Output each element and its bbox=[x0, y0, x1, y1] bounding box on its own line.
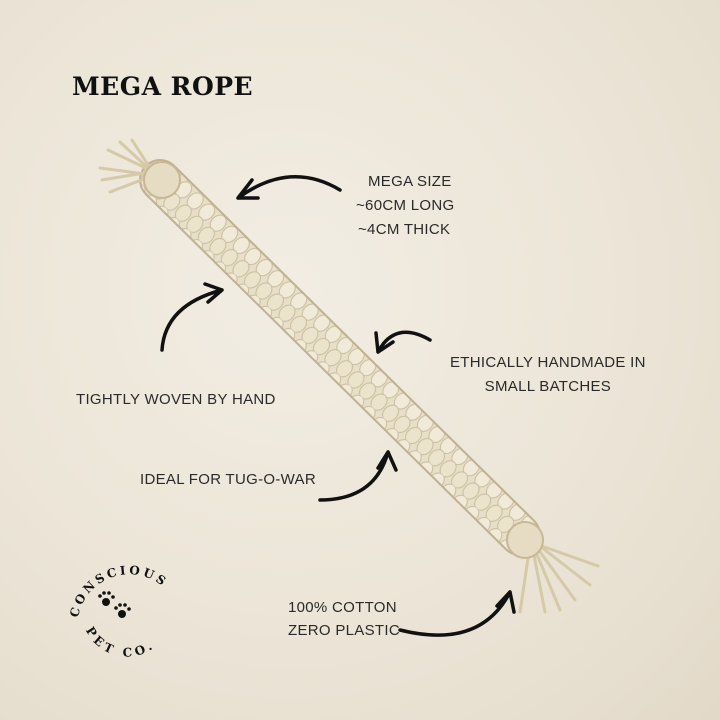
arrow-tug bbox=[318, 450, 398, 502]
material-line: ZERO PLASTIC bbox=[288, 622, 400, 639]
size-line: ~60CM LONG bbox=[356, 197, 455, 214]
logo: CONSCIOUS PET CO. bbox=[67, 563, 171, 660]
svg-text:CONSCIOUS: CONSCIOUS bbox=[67, 563, 171, 619]
svg-text:PET CO.: PET CO. bbox=[83, 624, 158, 660]
callout-handmade: ETHICALLY HANDMADE IN SMALL BATCHES bbox=[450, 351, 646, 399]
page-title: MEGA ROPE bbox=[72, 72, 254, 101]
arrow-material bbox=[398, 590, 516, 637]
handmade-line: SMALL BATCHES bbox=[484, 378, 612, 395]
arrow-handmade bbox=[374, 330, 432, 354]
size-line: MEGA SIZE bbox=[368, 173, 452, 190]
callout-tug: IDEAL FOR TUG-O-WAR bbox=[140, 471, 316, 488]
arrow-woven bbox=[160, 282, 224, 352]
arrow-size bbox=[236, 175, 342, 200]
arrows bbox=[160, 175, 516, 637]
logo-bottom-text: PET CO. bbox=[83, 624, 154, 660]
material-line: 100% COTTON bbox=[288, 599, 397, 616]
callout-woven: TIGHTLY WOVEN BY HAND bbox=[76, 391, 276, 408]
logo-top-text: CONSCIOUS bbox=[67, 563, 168, 619]
handmade-line: ETHICALLY HANDMADE IN bbox=[450, 354, 646, 371]
rope-fray-bottom bbox=[506, 521, 600, 614]
rope bbox=[98, 138, 600, 614]
callout-size: MEGA SIZE ~60CM LONG ~4CM THICK bbox=[356, 170, 454, 242]
callout-material: 100% COTTON ZERO PLASTIC bbox=[288, 596, 400, 642]
paw-icon bbox=[98, 591, 131, 618]
size-line: ~4CM THICK bbox=[358, 221, 451, 238]
rope-fray-top bbox=[98, 138, 181, 199]
